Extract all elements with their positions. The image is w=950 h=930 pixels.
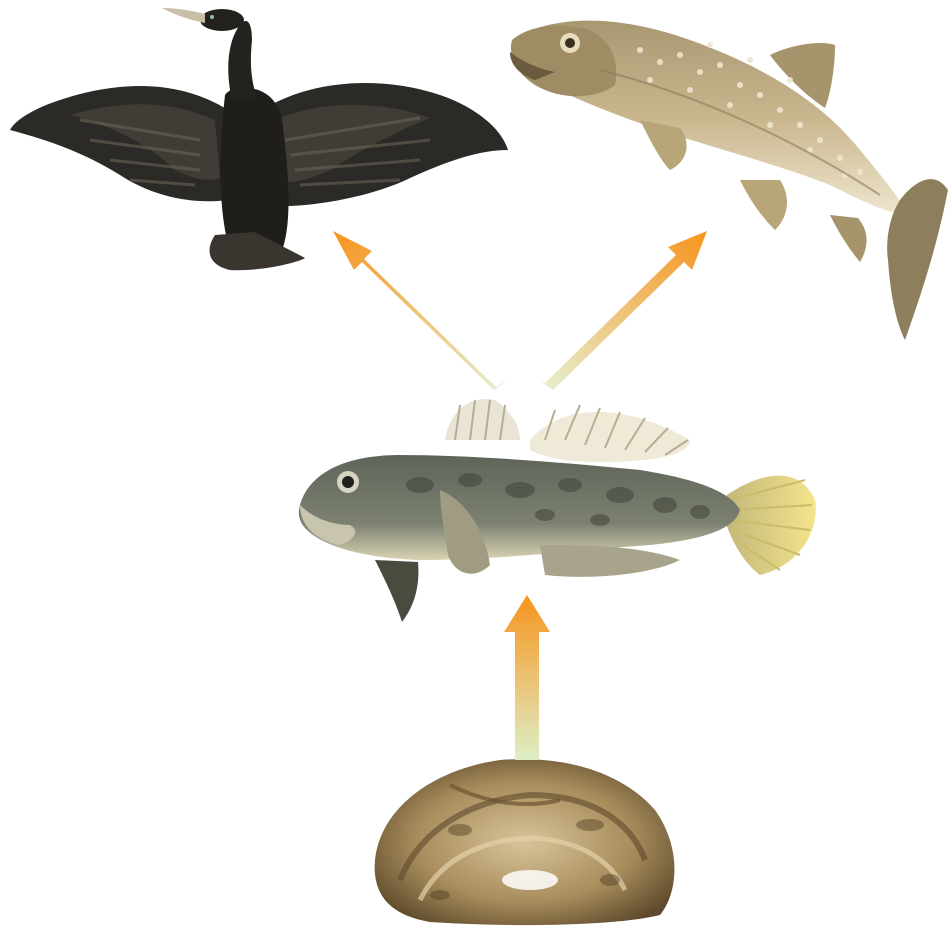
trout-icon — [510, 21, 948, 340]
arrow-goby-to-cormorant — [333, 231, 510, 390]
arrow-goby-to-trout — [537, 231, 707, 390]
cormorant-icon — [10, 8, 508, 270]
goby-icon — [299, 399, 816, 622]
mussel-icon — [375, 759, 675, 925]
arrow-mussel-to-goby — [504, 595, 550, 760]
